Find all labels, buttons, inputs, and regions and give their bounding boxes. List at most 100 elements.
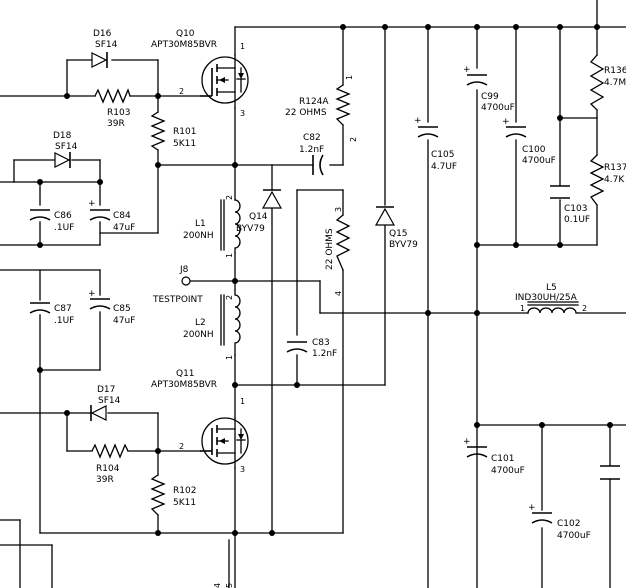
labels: D16 SF14 Q10 APT30M85BVR 1 2 3 R103 39R … — [53, 29, 626, 588]
l1-ref: L1 — [195, 219, 206, 229]
diode-d18 — [54, 152, 71, 168]
capacitor-c87 — [29, 302, 51, 314]
q14-part: BYV79 — [236, 224, 265, 234]
l2-ref: L2 — [195, 318, 206, 328]
j8-label: TESTPOINT — [152, 295, 203, 305]
r101-ref: R101 — [173, 127, 196, 137]
c85-plus: + — [88, 289, 96, 299]
resistor-r124a — [335, 84, 351, 126]
c101-plus: + — [463, 437, 471, 447]
capacitor-c102 — [531, 512, 553, 524]
d17-part: SF14 — [98, 396, 121, 406]
r124a-ref: R124A — [299, 97, 329, 107]
c82-value: 1.2nF — [299, 145, 324, 155]
c100-ref: C100 — [522, 145, 546, 155]
r137-value: 4.7K — [604, 175, 625, 185]
resistor-r102 — [150, 474, 166, 516]
resistor-r103 — [94, 88, 131, 104]
c83-ref: C83 — [312, 338, 330, 348]
d18-part: SF14 — [55, 142, 78, 152]
c99-plus: + — [463, 65, 471, 75]
capacitor-c100 — [505, 126, 527, 138]
capacitor-c86 — [29, 209, 51, 221]
mosfet-q10 — [200, 54, 249, 109]
l1-pin2: 2 — [225, 195, 234, 200]
l1-pin1: 1 — [225, 253, 234, 258]
resistor-r136 — [589, 54, 605, 111]
inductor-l2 — [220, 289, 241, 356]
r101-value: 5K11 — [173, 139, 196, 149]
c103-value: 0.1UF — [564, 215, 590, 225]
c84-ref: C84 — [113, 211, 131, 221]
r104-value: 39R — [96, 475, 114, 485]
r136-ref: R136 — [604, 66, 626, 76]
l5-pin2: 2 — [582, 304, 587, 313]
l5-pin1: 1 — [520, 304, 525, 313]
q14-ref: Q14 — [249, 212, 268, 222]
resistor-r104 — [91, 443, 129, 459]
capacitor-right — [600, 465, 620, 480]
r104-ref: R104 — [96, 464, 120, 474]
capacitor-c83 — [286, 341, 308, 353]
q10-ref: Q10 — [176, 29, 195, 39]
capacitor-c105 — [417, 126, 439, 138]
c87-value: .1UF — [54, 316, 74, 326]
c84-value: 47uF — [113, 223, 135, 233]
diode-d17 — [90, 405, 107, 421]
capacitor-c101 — [466, 446, 488, 458]
junction-dots — [37, 24, 613, 536]
capacitor-c84 — [89, 209, 111, 221]
c86-ref: C86 — [54, 211, 72, 221]
resistor-r124b — [335, 214, 351, 271]
r103-value: 39R — [107, 119, 125, 129]
c102-value: 4700uF — [557, 531, 591, 541]
q11-part: APT30M85BVR — [151, 380, 217, 390]
q10-pin2: 2 — [179, 87, 184, 96]
d17-ref: D17 — [97, 385, 115, 395]
r102-ref: R102 — [173, 486, 196, 496]
r103-ref: R103 — [107, 108, 130, 118]
q11-pin3: 3 — [240, 465, 245, 474]
r136-value: 4.7M — [604, 78, 626, 88]
c99-ref: C99 — [481, 92, 499, 102]
d16-part: SF14 — [95, 40, 118, 50]
testpoint-j8 — [181, 276, 191, 286]
q10-pin3: 3 — [240, 109, 245, 118]
l1-value: 200NH — [183, 231, 214, 241]
r124b-pin4: 4 — [334, 291, 343, 296]
r124a-pin2: 2 — [349, 137, 358, 142]
c101-ref: C101 — [491, 454, 514, 464]
l5-value: IND30UH/25A — [515, 293, 578, 303]
r102-value: 5K11 — [173, 498, 196, 508]
c84-plus: + — [88, 199, 96, 209]
c100-value: 4700uF — [522, 156, 556, 166]
l2-pin2: 2 — [225, 295, 234, 300]
c102-ref: C102 — [557, 519, 580, 529]
q15-part: BYV79 — [389, 240, 418, 250]
c102-plus: + — [528, 503, 536, 513]
c86-value: .1UF — [54, 223, 74, 233]
resistor-r137 — [589, 154, 605, 206]
r137-ref: R137 — [604, 163, 626, 173]
c103-ref: C103 — [564, 204, 587, 214]
resistor-r101 — [150, 111, 166, 151]
d18-ref: D18 — [53, 131, 72, 141]
bottom-pin4: 4 — [213, 583, 222, 588]
c105-plus: + — [414, 116, 422, 126]
capacitor-c103 — [550, 185, 570, 199]
q10-pin1: 1 — [240, 42, 245, 51]
diode-q14 — [261, 189, 283, 209]
q15-ref: Q15 — [389, 229, 408, 239]
diode-d16 — [91, 52, 108, 68]
q11-pin2: 2 — [179, 442, 184, 451]
diode-q15 — [374, 206, 396, 226]
l2-pin1: 1 — [225, 355, 234, 360]
r124a-pin1: 1 — [345, 75, 354, 80]
c83-value: 1.2nF — [312, 349, 337, 359]
bottom-pin5: 5 — [225, 583, 234, 588]
r124b-pin3: 3 — [334, 207, 343, 212]
c85-ref: C85 — [113, 304, 131, 314]
mosfet-q11 — [200, 417, 249, 469]
